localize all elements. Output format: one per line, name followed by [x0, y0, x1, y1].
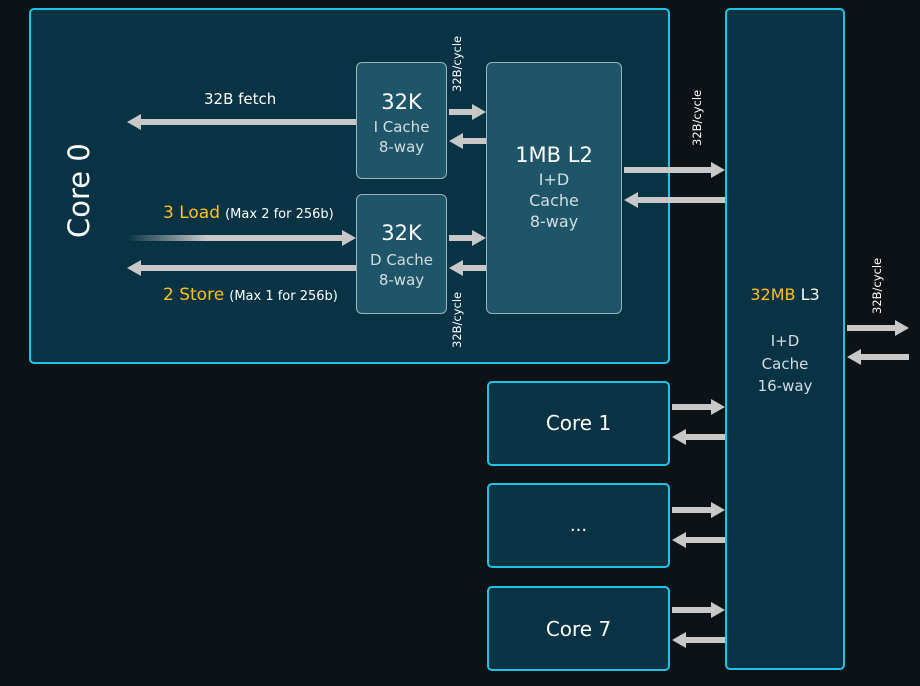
l2-size: 1MB L2 — [515, 143, 593, 167]
core0-title: Core 0 — [62, 143, 96, 238]
store-note: (Max 1 for 256b) — [229, 289, 338, 304]
dcache-block: 32K D Cache 8-way — [356, 194, 447, 314]
core-ellipsis-label: ... — [569, 515, 588, 536]
load-arrow — [127, 230, 356, 246]
core-ellipsis-box — [487, 483, 670, 568]
l3-type: I+D — [770, 332, 800, 350]
bandwidth-l1-l2-top: 32B/cycle — [450, 35, 464, 92]
l3-cache-box — [725, 8, 845, 670]
store-arrow — [127, 260, 356, 276]
l3-to-core-ellipsis-arrow — [672, 532, 725, 548]
l3-to-core1-arrow — [672, 429, 725, 445]
l3-in-arrow — [847, 349, 909, 365]
dcache-ways: 8-way — [378, 271, 425, 289]
l3-title: 32MB L3 — [725, 285, 845, 304]
l2-to-dcache-arrow — [449, 260, 486, 276]
fetch-label: 32B fetch — [204, 90, 277, 108]
l3-name: Cache — [761, 355, 809, 373]
load-label: 3 Load — [163, 203, 221, 223]
icache-size: 32K — [381, 90, 422, 114]
l2-name: Cache — [529, 191, 579, 210]
l3-out-arrow — [847, 320, 909, 336]
l2-type: I+D — [538, 170, 570, 189]
core7-label: Core 7 — [545, 617, 612, 641]
fetch-arrow — [127, 114, 356, 130]
l2-to-l3-arrow — [624, 162, 725, 178]
load-note: (Max 2 for 256b) — [225, 207, 334, 222]
bandwidth-l2-l3: 32B/cycle — [690, 89, 704, 146]
core7-to-l3-arrow — [672, 602, 725, 618]
icache-block: 32K I Cache 8-way — [356, 62, 447, 179]
store-label-group: 2 Store (Max 1 for 256b) — [163, 285, 338, 305]
dcache-to-l2-arrow — [449, 230, 486, 246]
l3-to-core7-arrow — [672, 632, 725, 648]
l3-level: L3 — [800, 285, 820, 304]
store-label: 2 Store — [163, 285, 225, 305]
core7-box — [487, 586, 670, 671]
dcache-size: 32K — [381, 221, 422, 245]
l2-cache-block: 1MB L2 I+D Cache 8-way — [486, 62, 622, 314]
core-ellipsis-to-l3-arrow — [672, 502, 725, 518]
bandwidth-l3-out: 32B/cycle — [870, 257, 884, 314]
l3-ways: 16-way — [757, 377, 813, 395]
core1-box — [487, 381, 670, 466]
icache-ways: 8-way — [378, 138, 425, 156]
l3-to-l2-arrow — [624, 192, 725, 208]
icache-name: I Cache — [373, 118, 430, 136]
core1-label: Core 1 — [545, 411, 612, 435]
l2-ways: 8-way — [529, 212, 579, 231]
dcache-name: D Cache — [370, 251, 433, 269]
l3-size: 32MB — [750, 285, 796, 304]
icache-to-l2-arrow — [449, 104, 486, 120]
core1-to-l3-arrow — [672, 399, 725, 415]
load-label-group: 3 Load (Max 2 for 256b) — [163, 203, 334, 223]
bandwidth-l1-l2-bottom: 32B/cycle — [450, 291, 464, 348]
l2-to-icache-arrow — [449, 133, 486, 149]
